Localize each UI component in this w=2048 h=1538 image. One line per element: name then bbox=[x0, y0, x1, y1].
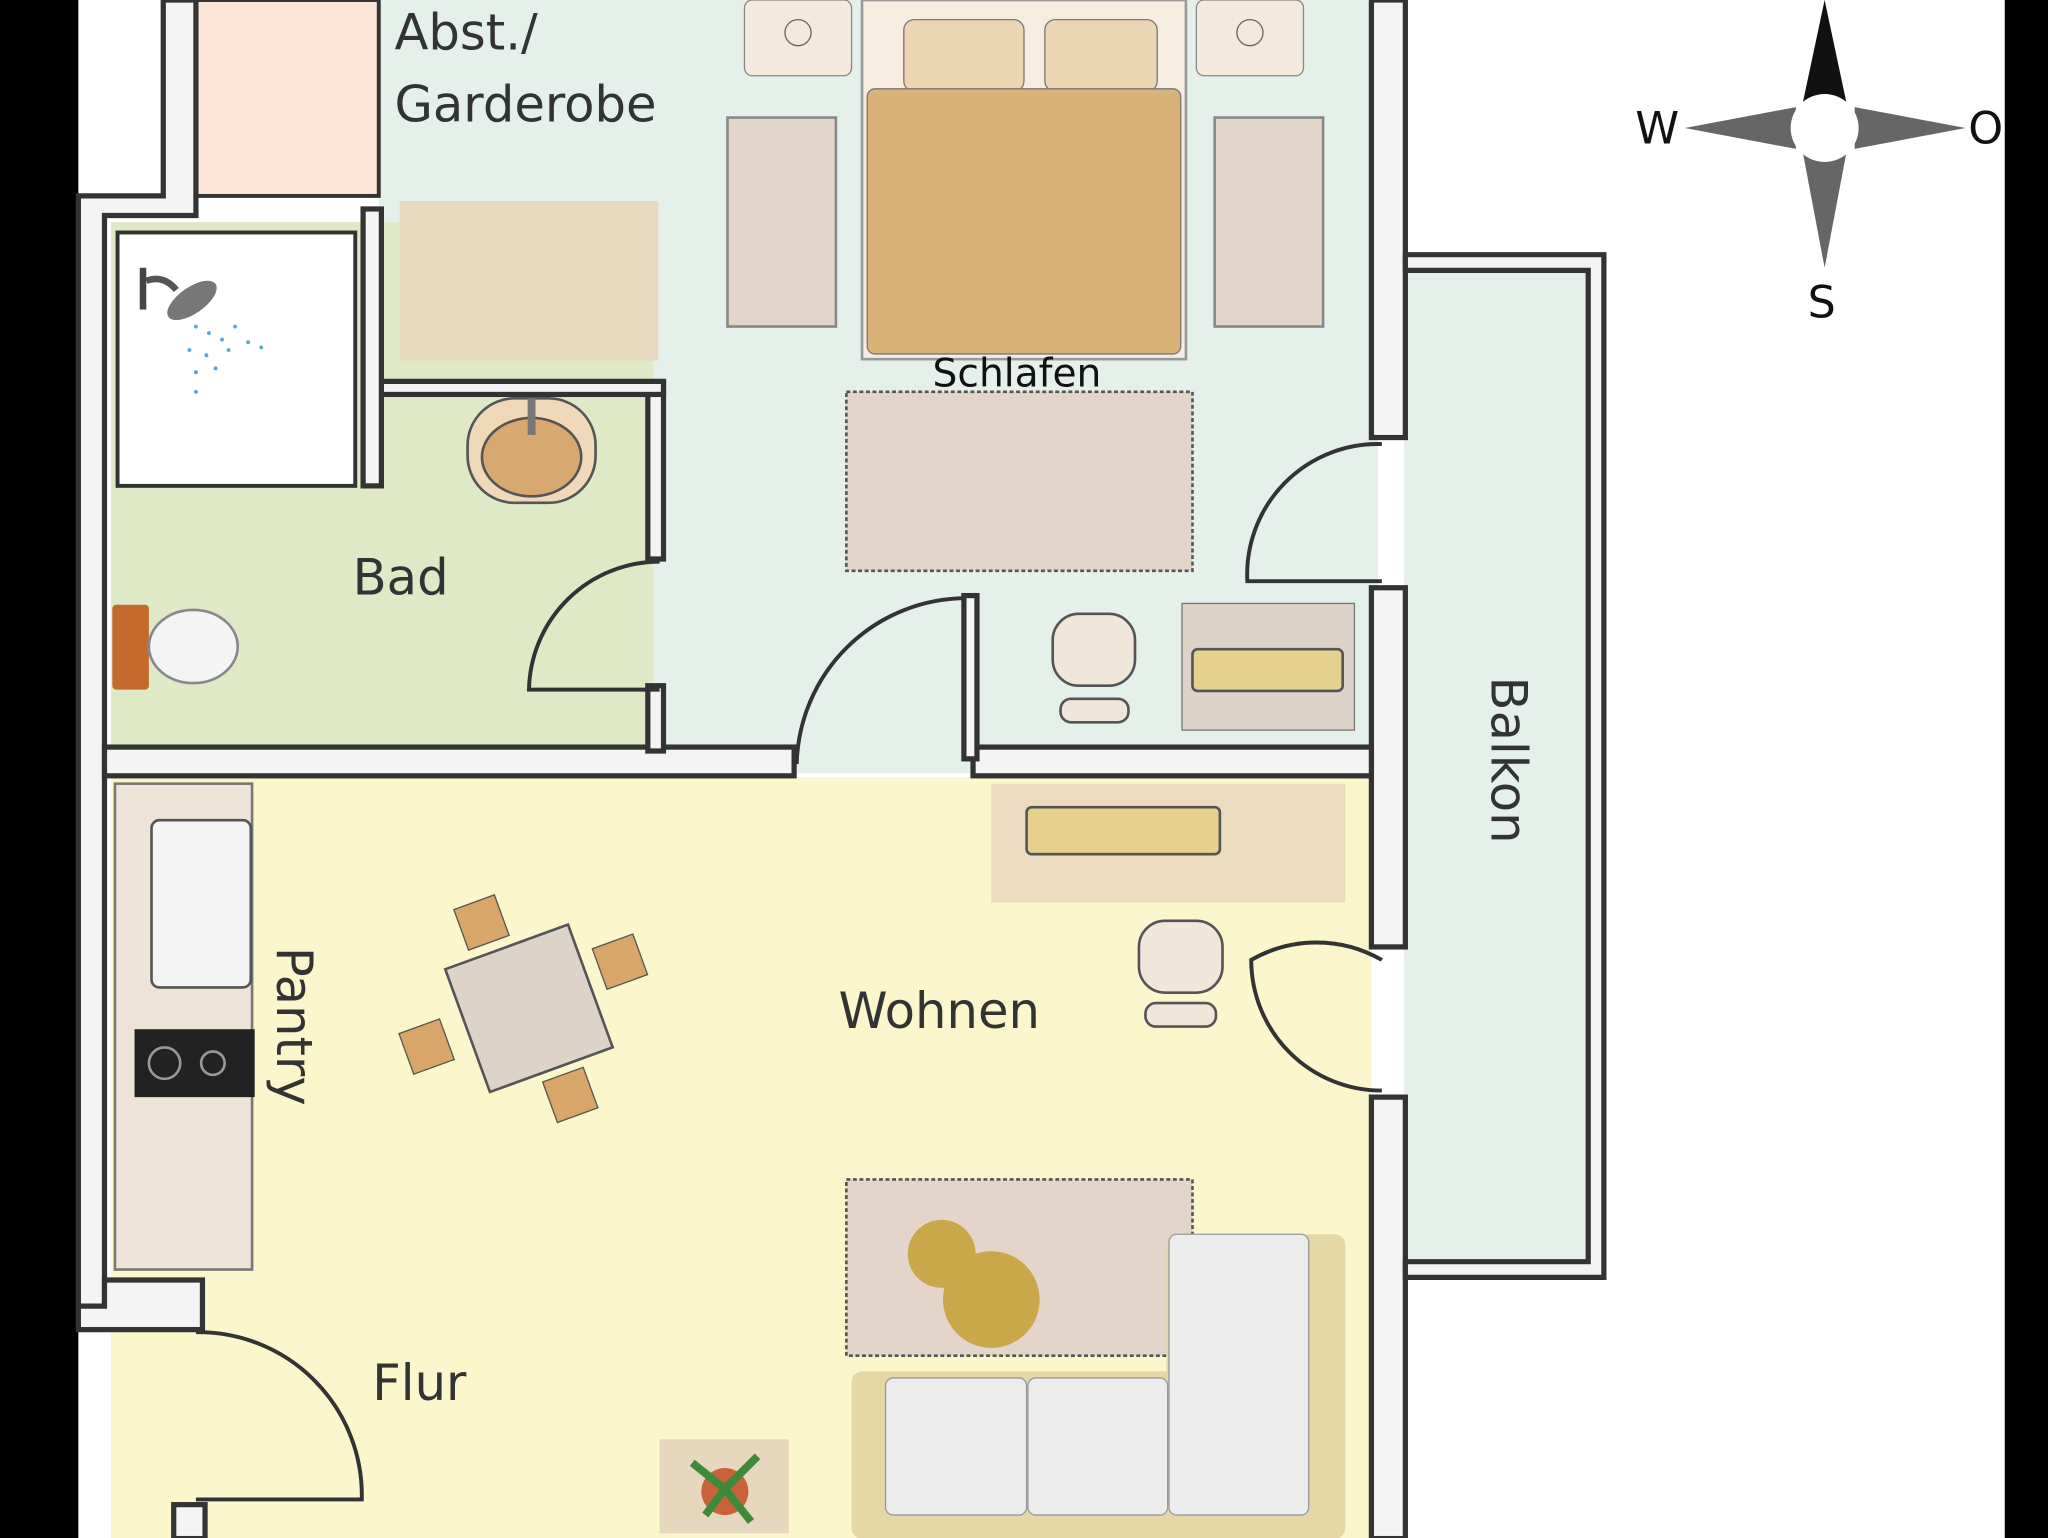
bedside-rug bbox=[726, 116, 838, 328]
compass-east: O bbox=[1968, 104, 2003, 155]
nightstand-icon bbox=[743, 0, 1305, 77]
right-border bbox=[2004, 0, 2048, 1538]
left-border bbox=[0, 0, 79, 1538]
compass-rose-icon bbox=[1684, 0, 1966, 268]
desk-chair-icon bbox=[1051, 612, 1137, 724]
living-rug-icon bbox=[845, 1178, 1194, 1358]
compass-west: W bbox=[1635, 104, 1679, 155]
bedroom-rug bbox=[845, 390, 1194, 573]
doors bbox=[195, 442, 1383, 1502]
room-label-abstellraum: Abst./ bbox=[394, 4, 538, 62]
wardrobe-rug bbox=[399, 201, 659, 361]
room-label-flur: Flur bbox=[372, 1354, 467, 1412]
plant-icon bbox=[659, 1439, 789, 1534]
room-balkon bbox=[1404, 267, 1594, 1267]
room-label-bad: Bad bbox=[353, 548, 449, 606]
kitchenette-icon bbox=[113, 782, 255, 1271]
toilet-icon bbox=[112, 604, 240, 690]
bed-icon bbox=[860, 0, 1188, 361]
room-label-pantry: Pantry bbox=[265, 947, 323, 1106]
compass-south: S bbox=[1808, 277, 1836, 328]
room-abstellraum bbox=[195, 0, 379, 196]
room-label-balkon: Balkon bbox=[1480, 677, 1538, 844]
room-label-wohnen: Wohnen bbox=[839, 982, 1040, 1040]
dining-table-icon bbox=[398, 894, 649, 1124]
sideboard-icon bbox=[991, 783, 1346, 903]
shower-head-icon bbox=[139, 267, 264, 394]
walls bbox=[75, 0, 1607, 1538]
room-label-garderobe: Garderobe bbox=[394, 75, 656, 133]
shower-tray bbox=[115, 230, 358, 488]
armchair-icon bbox=[1137, 919, 1224, 1028]
desk-icon bbox=[1181, 602, 1356, 731]
bedside-rug bbox=[1213, 116, 1325, 328]
sofa-icon bbox=[851, 1233, 1346, 1538]
washbasin-icon bbox=[466, 397, 597, 505]
room-label-schlafen: Schlafen bbox=[933, 352, 1102, 397]
